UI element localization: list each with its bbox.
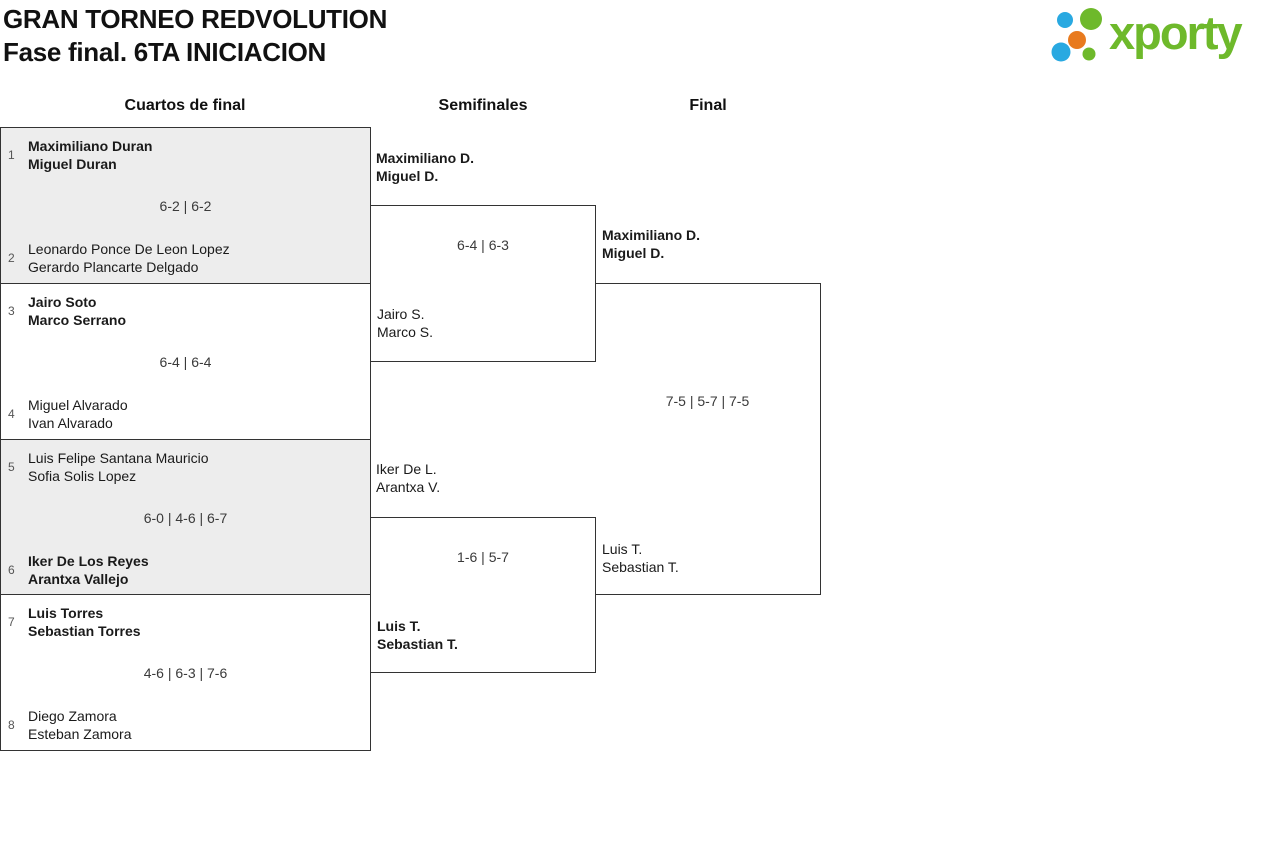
- player-name: Arantxa V.: [376, 479, 441, 495]
- final-top-team: Maximiliano D. Miguel D.: [602, 226, 817, 262]
- player-name: Gerardo Plancarte Delgado: [28, 259, 199, 275]
- qf-match-2: 3 Jairo Soto Marco Serrano 6-4 | 6-4 4 M…: [0, 283, 371, 439]
- player-name: Esteban Zamora: [28, 726, 132, 742]
- phase-subtitle: Fase final. 6TA INICIACION: [3, 37, 327, 67]
- qf-match-1: 1 Maximiliano Duran Miguel Duran 6-2 | 6…: [0, 127, 371, 283]
- xporty-logo[interactable]: xporty: [1046, 2, 1243, 64]
- xporty-dots-icon: [1051, 8, 1102, 62]
- player-name: Miguel Alvarado: [28, 397, 128, 413]
- player-name: Ivan Alvarado: [28, 415, 113, 431]
- sf2-bottom-team: Luis T. Sebastian T.: [377, 617, 458, 653]
- seed-number: 1: [8, 148, 15, 162]
- player-name: Luis Felipe Santana Mauricio: [28, 450, 209, 466]
- team-players: Maximiliano Duran Miguel Duran: [28, 137, 152, 173]
- seed-number: 4: [8, 407, 15, 421]
- team-row: 7 Luis Torres Sebastian Torres: [1, 604, 141, 640]
- player-name: Marco S.: [377, 324, 434, 340]
- team-players: Jairo Soto Marco Serrano: [28, 293, 126, 329]
- team-players: Diego Zamora Esteban Zamora: [28, 707, 132, 743]
- seed-number: 3: [8, 304, 15, 318]
- player-name: Luis T.: [377, 618, 421, 634]
- team-row: 5 Luis Felipe Santana Mauricio Sofia Sol…: [1, 449, 209, 485]
- team-row: 8 Diego Zamora Esteban Zamora: [1, 707, 132, 743]
- match-score: 6-0 | 4-6 | 6-7: [143, 510, 228, 526]
- player-name: Arantxa Vallejo: [28, 571, 129, 587]
- player-name: Miguel D.: [602, 245, 665, 261]
- player-name: Luis T.: [602, 541, 643, 557]
- player-name: Jairo S.: [377, 306, 425, 322]
- team-row: 3 Jairo Soto Marco Serrano: [1, 293, 126, 329]
- seed-number: 5: [8, 460, 15, 474]
- player-name: Maximiliano Duran: [28, 138, 153, 154]
- player-name: Iker De L.: [376, 461, 437, 477]
- team-players: Miguel Alvarado Ivan Alvarado: [28, 396, 128, 432]
- player-name: Maximiliano D.: [376, 150, 475, 166]
- team-row: 1 Maximiliano Duran Miguel Duran: [1, 137, 152, 173]
- team-row: 2 Leonardo Ponce De Leon Lopez Gerardo P…: [1, 240, 230, 276]
- player-name: Sebastian T.: [602, 559, 679, 575]
- tournament-title: GRAN TORNEO REDVOLUTION: [3, 4, 388, 34]
- header-title-block: GRAN TORNEO REDVOLUTION Fase final. 6TA …: [3, 3, 387, 69]
- player-name: Miguel Duran: [28, 156, 117, 172]
- match-score: 6-4 | 6-4: [159, 354, 212, 370]
- sf1-top-team: Maximiliano D. Miguel D.: [376, 149, 591, 185]
- xporty-logo-text: xporty: [1109, 6, 1243, 59]
- team-players: Luis Torres Sebastian Torres: [28, 604, 141, 640]
- player-name: Miguel D.: [376, 168, 439, 184]
- player-name: Jairo Soto: [28, 294, 97, 310]
- match-score: 7-5 | 5-7 | 7-5: [665, 393, 750, 409]
- team-row: 6 Iker De Los Reyes Arantxa Vallejo: [1, 552, 149, 588]
- player-name: Leonardo Ponce De Leon Lopez: [28, 241, 230, 257]
- player-name: Sofia Solis Lopez: [28, 468, 137, 484]
- round-header-quarterfinals: Cuartos de final: [124, 97, 246, 114]
- qf-match-4: 7 Luis Torres Sebastian Torres 4-6 | 6-3…: [0, 594, 371, 751]
- player-name: Sebastian T.: [377, 636, 458, 652]
- match-score: 4-6 | 6-3 | 7-6: [143, 665, 228, 681]
- sf-match-2: 1-6 | 5-7 Luis T. Sebastian T.: [370, 517, 596, 673]
- player-name: Maximiliano D.: [602, 227, 701, 243]
- seed-number: 6: [8, 563, 15, 577]
- sf2-top-team: Iker De L. Arantxa V.: [376, 460, 591, 496]
- final-bottom-team: Luis T. Sebastian T.: [602, 540, 679, 576]
- player-name: Marco Serrano: [28, 312, 127, 328]
- qf-match-3: 5 Luis Felipe Santana Mauricio Sofia Sol…: [0, 439, 371, 594]
- round-header-final: Final: [689, 97, 727, 114]
- seed-number: 8: [8, 718, 15, 732]
- match-score: 6-4 | 6-3: [457, 237, 509, 253]
- sf-match-1: 6-4 | 6-3 Jairo S. Marco S.: [370, 205, 596, 362]
- team-players: Iker De Los Reyes Arantxa Vallejo: [28, 552, 149, 588]
- seed-number: 2: [8, 251, 15, 265]
- match-score: 1-6 | 5-7: [457, 549, 509, 565]
- match-score: 6-2 | 6-2: [159, 198, 212, 214]
- seed-number: 7: [8, 615, 15, 629]
- team-players: Leonardo Ponce De Leon Lopez Gerardo Pla…: [28, 240, 230, 276]
- player-name: Luis Torres: [28, 605, 104, 621]
- player-name: Iker De Los Reyes: [28, 553, 149, 569]
- round-header-semifinals: Semifinales: [438, 97, 528, 114]
- team-row: 4 Miguel Alvarado Ivan Alvarado: [1, 396, 128, 432]
- player-name: Diego Zamora: [28, 708, 117, 724]
- team-players: Luis Felipe Santana Mauricio Sofia Solis…: [28, 449, 209, 485]
- player-name: Sebastian Torres: [28, 623, 141, 639]
- sf1-bottom-team: Jairo S. Marco S.: [377, 305, 433, 341]
- final-match: 7-5 | 5-7 | 7-5 Luis T. Sebastian T.: [595, 283, 821, 595]
